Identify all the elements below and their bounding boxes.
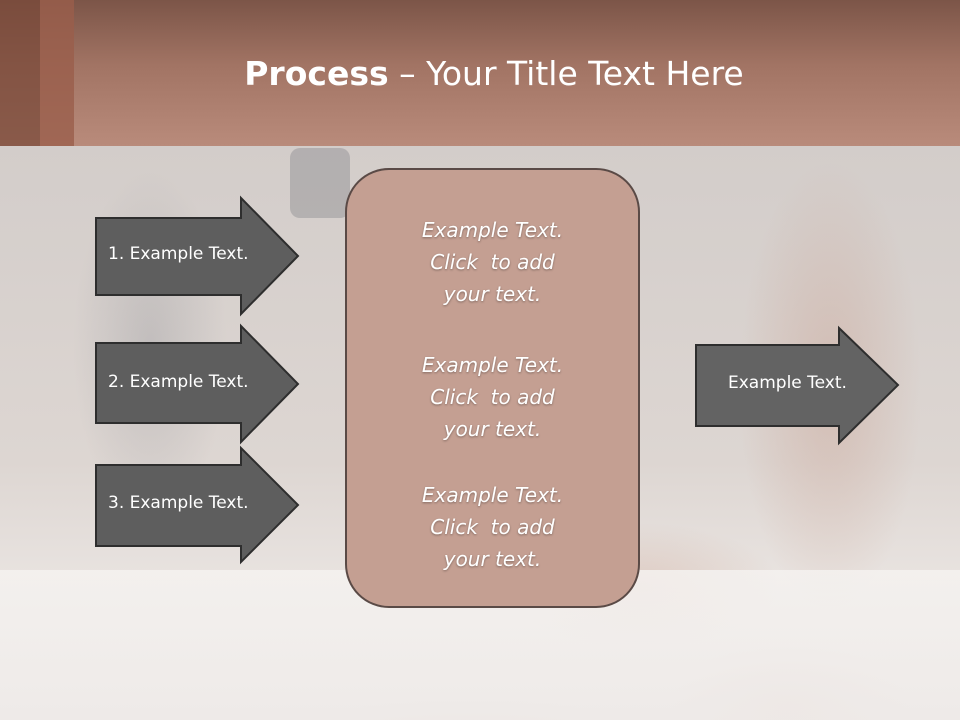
center-text-line: Click to add xyxy=(430,385,555,409)
center-text-line: your text. xyxy=(443,417,542,441)
title-rest: – Your Title Text Here xyxy=(388,54,744,93)
arrow-shape xyxy=(95,323,300,445)
center-text-line: Example Text. xyxy=(421,483,564,507)
center-text-line: Click to add xyxy=(430,515,555,539)
title-accent-bar xyxy=(40,0,74,146)
center-content-box[interactable]: Example Text. Click to add your text. Ex… xyxy=(345,168,640,608)
center-text-block-2: Example Text. Click to add your text. xyxy=(347,349,638,445)
process-arrow-3[interactable]: 3. Example Text. xyxy=(95,445,300,565)
background-grinder-shape xyxy=(290,148,350,218)
title-bold: Process xyxy=(244,54,389,93)
center-text-block-3: Example Text. Click to add your text. xyxy=(347,479,638,575)
arrow-shape xyxy=(95,445,300,565)
center-text-line: Example Text. xyxy=(421,218,564,242)
center-text-line: your text. xyxy=(443,547,542,571)
arrow-shape xyxy=(695,325,900,446)
arrow-label: 2. Example Text. xyxy=(108,372,249,392)
center-text-line: your text. xyxy=(443,282,542,306)
title-accent-bar xyxy=(0,0,40,146)
arrow-label: 1. Example Text. xyxy=(108,244,249,264)
center-text-line: Example Text. xyxy=(421,353,564,377)
arrow-label: Example Text. xyxy=(728,373,847,393)
center-text-line: Click to add xyxy=(430,250,555,274)
title-band: Process – Your Title Text Here xyxy=(0,0,960,146)
process-arrow-1[interactable]: 1. Example Text. xyxy=(95,195,300,317)
arrow-label: 3. Example Text. xyxy=(108,493,249,513)
result-arrow[interactable]: Example Text. xyxy=(695,325,900,446)
slide-title[interactable]: Process – Your Title Text Here xyxy=(74,52,914,96)
process-arrow-2[interactable]: 2. Example Text. xyxy=(95,323,300,445)
arrow-shape xyxy=(95,195,300,317)
center-text-block-1: Example Text. Click to add your text. xyxy=(347,214,638,310)
